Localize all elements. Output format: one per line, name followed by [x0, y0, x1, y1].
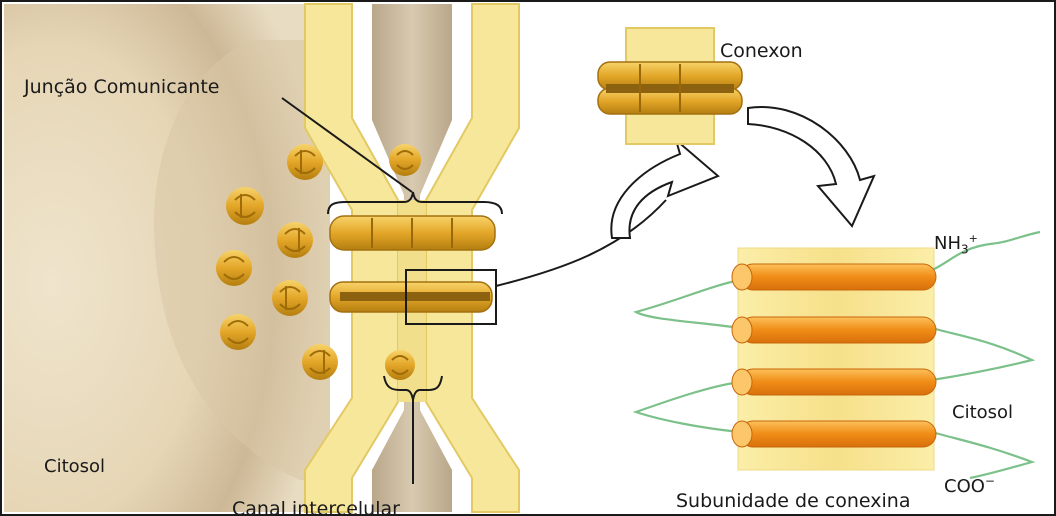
- gap-junction-label: Junção Comunicante: [24, 76, 219, 98]
- connexon-label: Conexon: [720, 40, 803, 62]
- nh3-label: NH3+: [934, 232, 978, 257]
- nh3-superscript: +: [969, 232, 978, 245]
- connexon-model: [598, 62, 742, 114]
- docked-connexon-lower: [330, 282, 492, 312]
- cytosol-left-label: Citosol: [44, 456, 105, 477]
- coo-superscript: −: [985, 474, 995, 488]
- docked-connexon-upper: [330, 216, 495, 250]
- connexin-subunit-label: Subunidade de conexina: [676, 490, 911, 512]
- nh3-subscript: 3: [961, 243, 969, 257]
- coo-text: COO: [944, 476, 985, 497]
- intercellular-channel-label: Canal intercelular: [232, 498, 400, 516]
- nh3-text: NH: [934, 233, 961, 254]
- cytosol-right-label: Citosol: [952, 402, 1013, 423]
- coo-label: COO−: [944, 474, 995, 497]
